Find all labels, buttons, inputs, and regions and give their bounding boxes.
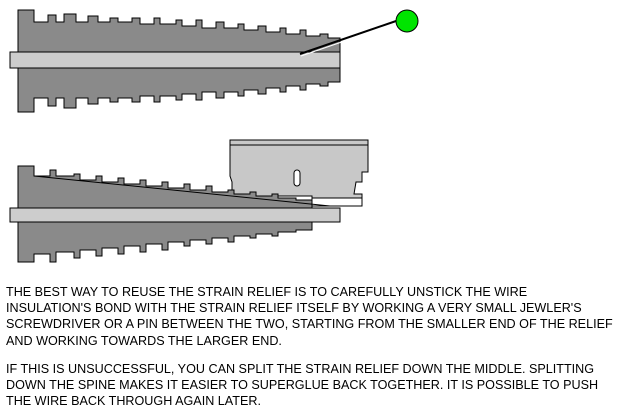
caption-paragraph-1: THE BEST WAY TO REUSE THE STRAIN RELIEF … — [6, 285, 613, 348]
pin-shaft — [299, 19, 400, 55]
razor-blade-slot — [293, 169, 301, 187]
pin-head — [395, 9, 419, 33]
strain-relief-illustration — [9, 9, 419, 263]
strain-relief-upper-half — [17, 9, 341, 53]
wire-split — [9, 207, 341, 223]
pin-shaft-highlight — [300, 21, 401, 57]
caption-paragraph-2: IF THIS IS UNSUCCESSFUL, YOU CAN SPLIT T… — [6, 362, 599, 409]
strain-relief-lower-half-split — [17, 221, 313, 263]
wire — [9, 51, 341, 69]
cut-line — [33, 175, 331, 207]
strain-relief-upper-half-split — [17, 165, 313, 209]
strain-relief-split-figure — [9, 139, 369, 263]
strain-relief-lower-half — [17, 67, 341, 113]
strain-relief-with-pin-figure — [9, 9, 419, 113]
